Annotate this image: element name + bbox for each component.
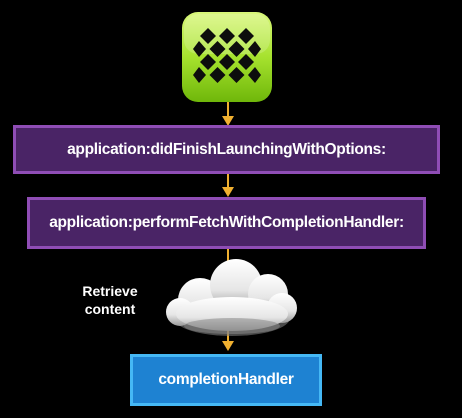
retrieve-label-line1: Retrieve [82, 283, 138, 299]
arrow-didfinish-to-performfetch [222, 173, 234, 197]
retrieve-content-annotation: Retrieve content [70, 282, 150, 318]
completion-handler-label: completionHandler [158, 371, 294, 388]
completion-handler-node: completionHandler [130, 354, 322, 406]
retrieve-label-line2: content [84, 301, 136, 317]
did-finish-launching-label: application:didFinishLaunchingWithOption… [67, 140, 386, 158]
cloud-icon [166, 259, 297, 336]
arrow-icon-to-didfinish [222, 102, 234, 126]
did-finish-launching-node: application:didFinishLaunchingWithOption… [13, 125, 440, 174]
perform-fetch-label: application:performFetchWithCompletionHa… [49, 214, 404, 231]
app-icon [182, 12, 272, 102]
perform-fetch-node: application:performFetchWithCompletionHa… [27, 197, 426, 249]
diamond-pattern-icon [193, 28, 261, 83]
